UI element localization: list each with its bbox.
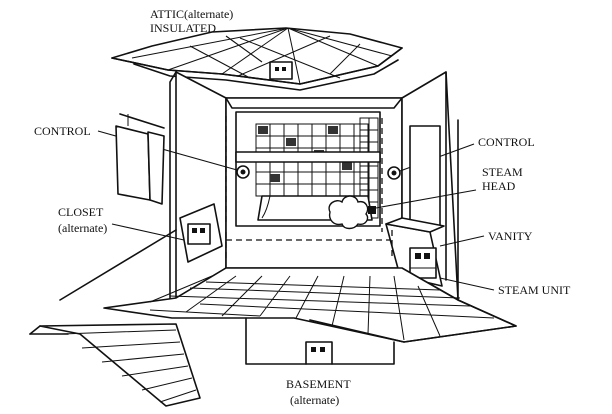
attic-label-line1: ATTIC(alternate) bbox=[150, 7, 233, 21]
control-left-label: CONTROL bbox=[34, 124, 91, 138]
steam-unit-label: STEAM UNIT bbox=[498, 283, 571, 297]
attic-leader bbox=[225, 35, 263, 63]
steam-head bbox=[328, 195, 376, 230]
towel-rack bbox=[115, 113, 165, 205]
closet-label-line1: CLOSET bbox=[58, 205, 104, 219]
attic-steam-unit bbox=[269, 61, 293, 80]
control-left-dial bbox=[236, 165, 250, 179]
left-outer-wall bbox=[169, 71, 177, 301]
attic-label-line2: INSULATED bbox=[150, 21, 216, 35]
steam-pipes bbox=[225, 116, 393, 260]
vanity-label: VANITY bbox=[488, 229, 533, 243]
right-panel-window bbox=[409, 125, 441, 227]
control-right-label: CONTROL bbox=[478, 135, 535, 149]
vanity-leader bbox=[439, 235, 485, 247]
closet-steam-unit bbox=[179, 203, 223, 263]
steam-head-label-line2: HEAD bbox=[482, 179, 516, 193]
steam-head-label-line1: STEAM bbox=[482, 165, 523, 179]
stairs bbox=[29, 229, 201, 407]
basement-steam-unit bbox=[245, 317, 395, 365]
basement-label-line2: (alternate) bbox=[290, 393, 339, 407]
basement-label-line1: BASEMENT bbox=[286, 377, 351, 391]
steam-head-leader bbox=[375, 189, 477, 209]
control-right-dial bbox=[387, 166, 401, 180]
closet-label-line2: (alternate) bbox=[58, 221, 107, 235]
steam-unit-leader bbox=[439, 277, 495, 291]
attic-roof bbox=[111, 27, 403, 91]
closet-leader bbox=[111, 223, 185, 241]
steam-unit bbox=[409, 247, 437, 279]
tiled-floor bbox=[103, 267, 517, 343]
